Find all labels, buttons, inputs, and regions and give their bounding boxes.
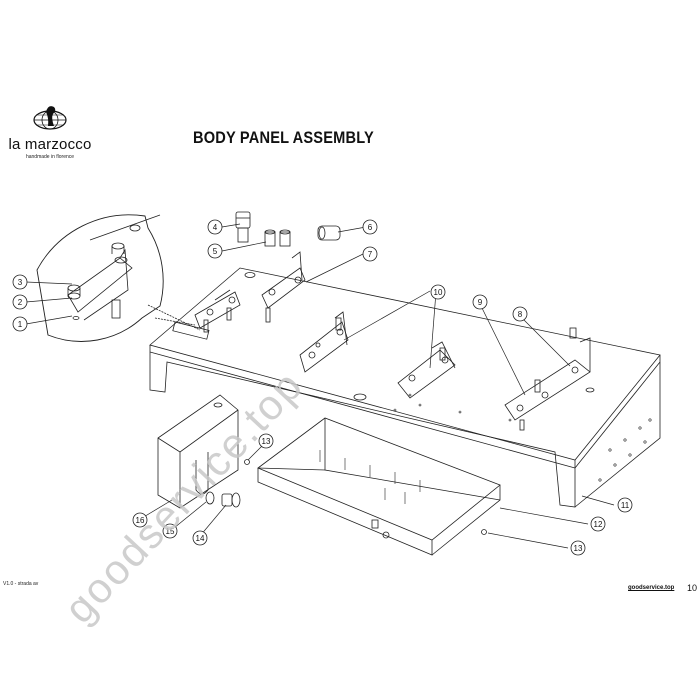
bracket-center	[261, 251, 306, 323]
callout-bubble	[162, 523, 178, 539]
callout-number: 2	[18, 298, 23, 307]
callout-14: 14	[192, 530, 208, 546]
callout-number: 12	[594, 520, 603, 529]
callout-bubble	[617, 497, 633, 513]
callout-bubble	[362, 246, 378, 262]
callout-bubble	[258, 433, 274, 449]
leader-lines	[25, 223, 615, 549]
callout-bubble	[207, 219, 223, 235]
callout-12: 12	[590, 516, 606, 532]
callout-8: 8	[512, 306, 528, 322]
callout-7: 7	[362, 246, 378, 262]
callout-number: 13	[262, 437, 271, 446]
screw-13b	[481, 529, 487, 535]
callout-number: 5	[213, 247, 218, 256]
callout-bubble	[590, 516, 606, 532]
callout-number: 15	[166, 527, 175, 536]
callout-4: 4	[207, 219, 223, 235]
callout-2: 2	[12, 294, 28, 310]
callout-number: 7	[368, 250, 373, 259]
fitting-5	[264, 229, 291, 247]
callout-16: 16	[132, 512, 148, 528]
callout-number: 13	[574, 544, 583, 553]
callout-number: 1	[18, 320, 23, 329]
callout-13-b: 13	[570, 540, 586, 556]
bracket-mid2	[397, 341, 456, 399]
callout-bubble	[362, 219, 378, 235]
detail-inset	[36, 214, 201, 342]
fitting-15-14	[205, 491, 241, 508]
callout-number: 16	[136, 516, 145, 525]
site-label[interactable]: goodservice.top	[628, 585, 675, 591]
callout-6: 6	[362, 219, 378, 235]
callout-number: 3	[18, 278, 23, 287]
callout-number: 10	[434, 288, 443, 297]
callout-bubble	[12, 316, 28, 332]
callout-bubble	[512, 306, 528, 322]
brand-block: la marzocco handmade in florence	[0, 104, 100, 160]
callout-bubble	[430, 284, 446, 300]
callout-9: 9	[472, 294, 488, 310]
callout-bubble	[12, 294, 28, 310]
callout-15: 15	[162, 523, 178, 539]
drip-tray-12	[257, 417, 501, 556]
side-panel-16	[157, 394, 239, 509]
callout-1: 1	[12, 316, 28, 332]
bracket-right	[504, 327, 591, 431]
callout-number: 9	[478, 298, 483, 307]
callout-bubble	[192, 530, 208, 546]
bracket-mid	[299, 311, 349, 373]
callout-3: 3	[12, 274, 28, 290]
callout-11: 11	[617, 497, 633, 513]
callout-10: 10	[430, 284, 446, 300]
callout-5: 5	[207, 243, 223, 259]
callout-number: 14	[196, 534, 205, 543]
screw-13a	[244, 459, 250, 465]
fitting-6	[317, 225, 341, 241]
callout-number: 4	[213, 223, 218, 232]
callout-bubble	[207, 243, 223, 259]
callout-13: 13	[258, 433, 274, 449]
page-number: 10	[687, 583, 698, 593]
bracket-left	[194, 289, 241, 333]
callout-number: 8	[518, 310, 523, 319]
fitting-4	[235, 211, 251, 243]
callout-bubble	[132, 512, 148, 528]
chassis-frame	[149, 267, 661, 508]
callout-number: 6	[368, 223, 373, 232]
frame-holes	[393, 393, 652, 482]
callout-bubble	[570, 540, 586, 556]
lion-globe-logo-icon	[33, 106, 67, 130]
callout-number: 11	[621, 501, 630, 510]
page-title: BODY PANEL ASSEMBLY	[193, 128, 374, 147]
callout-bubble	[12, 274, 28, 290]
version-label: V1.0 - strada av	[3, 581, 39, 587]
brand-name: la marzocco	[8, 136, 92, 153]
brand-tagline: handmade in florence	[25, 154, 75, 160]
callout-bubble	[472, 294, 488, 310]
